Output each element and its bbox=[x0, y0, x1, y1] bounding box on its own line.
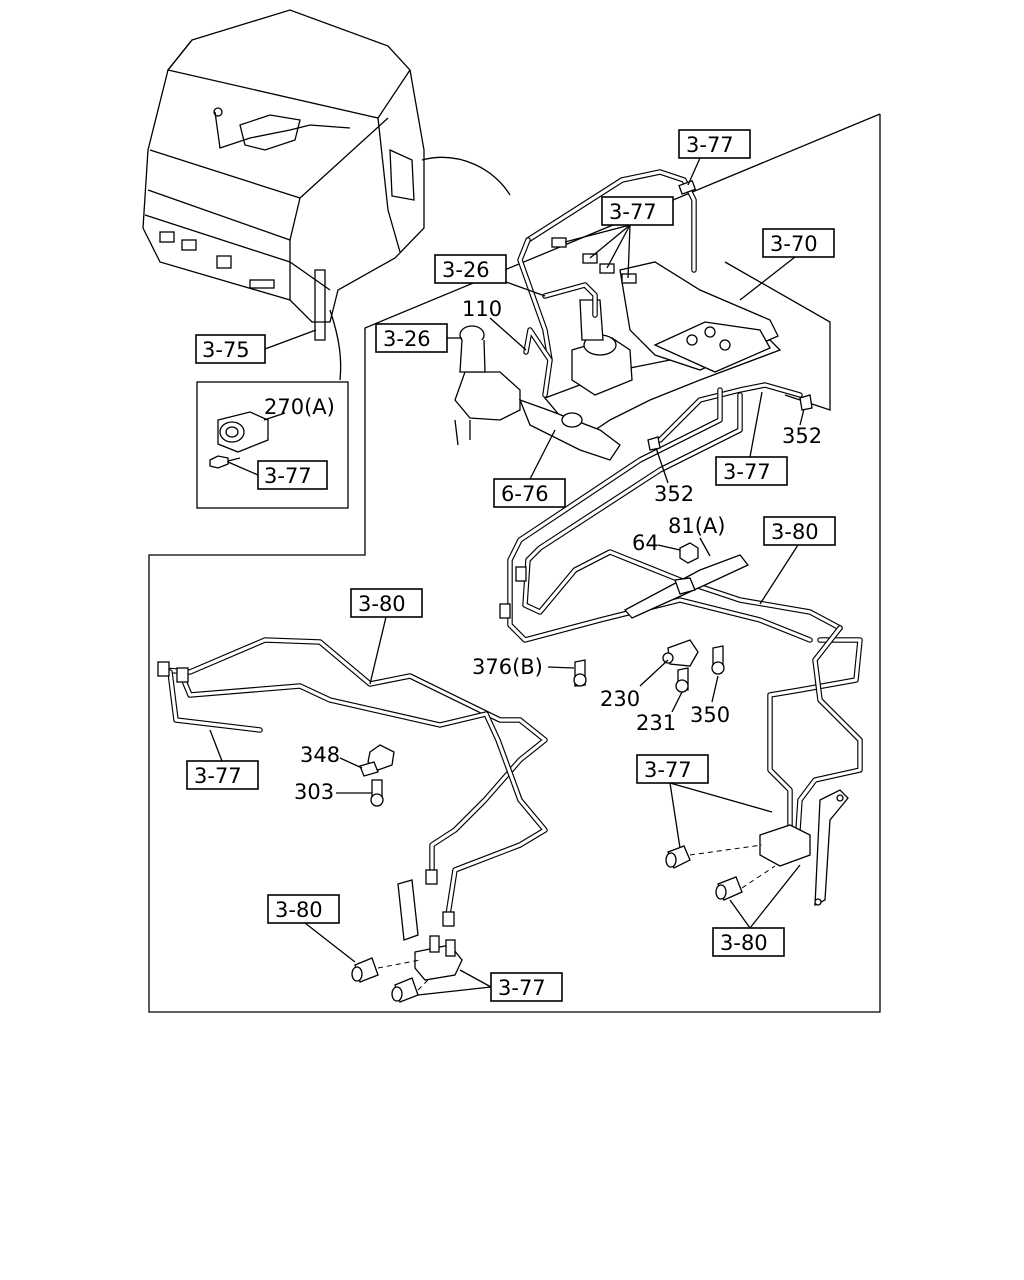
part-label-352-a: 352 bbox=[782, 424, 822, 448]
fitting-icon bbox=[582, 253, 598, 264]
callout-3-77-e: 3-77 bbox=[194, 764, 242, 788]
callout-box-3-75 bbox=[195, 334, 266, 364]
fitting-icon bbox=[442, 911, 455, 927]
callout-3-26-b: 3-26 bbox=[383, 327, 431, 351]
callout-3-26-a: 3-26 bbox=[442, 258, 490, 282]
part-label-303: 303 bbox=[294, 780, 334, 804]
callout-box-3-77-d bbox=[636, 754, 709, 784]
detail-inset-frame bbox=[196, 381, 349, 509]
part-label-376b: 376(B) bbox=[472, 655, 543, 679]
callout-3-80-b: 3-80 bbox=[720, 931, 768, 955]
callout-3-77-c: 3-77 bbox=[723, 460, 771, 484]
mounting-strap-icon bbox=[573, 542, 750, 693]
part-label-110: 110 bbox=[462, 297, 502, 321]
fitting-icon bbox=[678, 180, 697, 195]
fitting-icon bbox=[599, 263, 615, 274]
part-label-270a: 270(A) bbox=[264, 395, 335, 419]
zoom-arrow-lower bbox=[329, 309, 342, 381]
callout-3-70: 3-70 bbox=[770, 232, 818, 256]
fitting-icon bbox=[425, 869, 438, 885]
callout-3-80-a: 3-80 bbox=[771, 520, 819, 544]
callout-box-3-70 bbox=[762, 228, 835, 258]
callout-3-77-inset: 3-77 bbox=[264, 464, 312, 488]
part-label-348: 348 bbox=[300, 743, 340, 767]
clip-icon bbox=[647, 436, 661, 451]
fitting-icon bbox=[551, 237, 567, 248]
callout-box-3-80-c bbox=[350, 588, 423, 618]
part-label-350: 350 bbox=[690, 703, 730, 727]
left-pipe-run bbox=[160, 637, 548, 918]
valve-unit-icon bbox=[454, 261, 782, 461]
fitting-icon bbox=[621, 273, 637, 284]
callout-box-3-26-a bbox=[434, 254, 507, 284]
part-label-231: 231 bbox=[636, 711, 676, 735]
callout-3-80-d: 3-80 bbox=[275, 898, 323, 922]
callout-box-3-77-a bbox=[678, 129, 751, 159]
pipe-junction-block-icon bbox=[665, 789, 849, 907]
left-junction-block-icon bbox=[351, 879, 463, 1003]
fitting-icon bbox=[499, 603, 511, 619]
callout-3-77-b: 3-77 bbox=[609, 200, 657, 224]
part-label-352-b: 352 bbox=[654, 482, 694, 506]
callout-box-3-77-b bbox=[601, 196, 674, 226]
fitting-icon bbox=[515, 566, 527, 582]
callout-6-76: 6-76 bbox=[501, 482, 549, 506]
clamp-bracket-icon bbox=[209, 411, 269, 469]
part-label-81a: 81(A) bbox=[668, 514, 725, 538]
part-label-230: 230 bbox=[600, 687, 640, 711]
diagram-frame bbox=[148, 113, 881, 1013]
clip-icon bbox=[799, 394, 813, 411]
zoom-arrow-upper bbox=[421, 156, 511, 196]
callout-box-3-80-a bbox=[763, 516, 836, 546]
callout-3-77-f: 3-77 bbox=[498, 976, 546, 1000]
callout-3-80-c: 3-80 bbox=[358, 592, 406, 616]
truck-cab-icon bbox=[142, 9, 425, 341]
callout-box-3-77-e bbox=[186, 760, 259, 790]
pipe-clamp-icon bbox=[359, 744, 395, 807]
fitting-icon bbox=[176, 667, 189, 683]
callout-box-3-77-inset bbox=[257, 460, 328, 490]
fitting-icon bbox=[157, 661, 170, 677]
callout-3-75: 3-75 bbox=[202, 338, 250, 362]
callout-3-77-d: 3-77 bbox=[644, 758, 692, 782]
callout-box-3-80-d bbox=[267, 894, 340, 924]
callout-box-3-77-f bbox=[490, 972, 563, 1002]
callout-box-3-80-b bbox=[712, 927, 785, 957]
right-pipe-run bbox=[767, 625, 863, 833]
part-label-64: 64 bbox=[632, 531, 659, 555]
callout-3-77-a: 3-77 bbox=[686, 133, 734, 157]
upper-pipe-run bbox=[507, 169, 843, 643]
callout-box-3-77-c bbox=[715, 456, 788, 486]
callout-box-6-76 bbox=[493, 478, 566, 508]
